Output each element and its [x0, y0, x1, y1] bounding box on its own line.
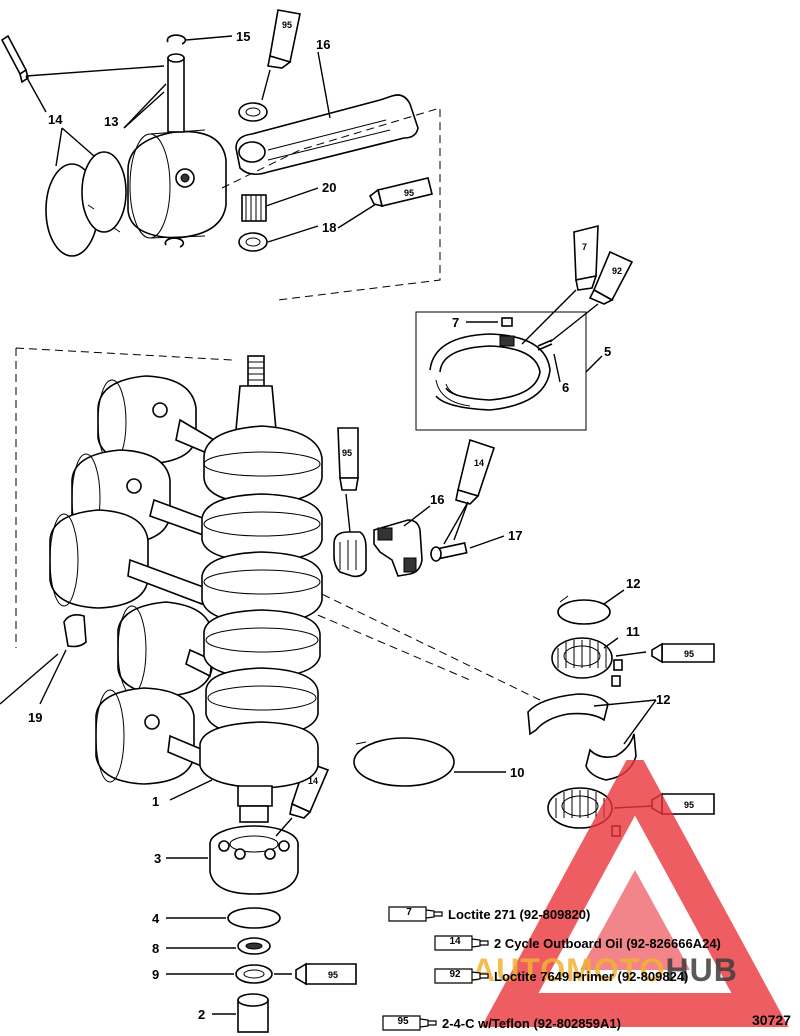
tube-upper-left — [0, 34, 29, 84]
tube-7: 7 — [573, 224, 599, 291]
callout-2: 2 — [198, 1007, 205, 1022]
callout-9: 9 — [152, 967, 159, 982]
callout-1: 1 — [152, 794, 159, 809]
seal-carrier-ring — [429, 333, 551, 411]
tube-95-bearing-11: 95 — [651, 642, 715, 664]
callout-8: 8 — [152, 941, 159, 956]
tube-92: 92 — [588, 250, 634, 305]
svg-text:95: 95 — [684, 649, 694, 659]
callout-16-middle: 16 — [430, 492, 444, 507]
wrist-pin — [167, 53, 185, 133]
piston-upper — [127, 129, 227, 239]
callout-12-top: 12 — [626, 576, 640, 591]
thrust-washer-lower — [238, 232, 268, 252]
legend-code: 7 — [406, 907, 412, 918]
svg-text:95: 95 — [282, 20, 292, 30]
watermark-text: AUTOMOTOHUB — [472, 952, 738, 989]
tube-20: 95 — [368, 177, 433, 208]
legend-row-loctite-271: 7 Loctite 271 (92-809820) — [388, 904, 590, 924]
legend-text: Loctite 271 (92-809820) — [448, 906, 591, 922]
svg-text:95: 95 — [342, 448, 352, 458]
callout-7: 7 — [452, 315, 459, 330]
drawing-reference-number: 30727 — [752, 1012, 791, 1028]
svg-text:95: 95 — [328, 970, 338, 980]
legend-row-2-4-c-teflon: 95 2-4-C w/Teflon (92-802859A1) — [382, 1013, 621, 1033]
dashed-assembly-line-lower — [15, 347, 541, 701]
legend-tube-icon: 92 — [434, 968, 490, 984]
seal-retainer-screw — [537, 339, 553, 351]
legend-code: 14 — [449, 936, 461, 947]
svg-text:7: 7 — [582, 242, 587, 252]
legend-text: 2-4-C w/Teflon (92-802859A1) — [442, 1015, 621, 1031]
legend-code: 95 — [397, 1016, 409, 1027]
svg-text:14: 14 — [308, 776, 318, 786]
pin-lock-ring-upper — [166, 34, 187, 45]
callout-4: 4 — [152, 911, 160, 926]
callout-5: 5 — [604, 344, 611, 359]
pin-lock-ring-lower — [164, 237, 185, 248]
legend-tube-icon: 95 — [382, 1015, 438, 1031]
callout-17: 17 — [508, 528, 522, 543]
tube-14-lower: 14 — [289, 760, 330, 819]
tube-95-lower-bearing: 95 — [651, 792, 715, 816]
seal-9 — [235, 964, 273, 984]
retaining-ring-10 — [353, 737, 455, 787]
tube-14-middle: 14 — [455, 438, 496, 505]
dashed-assembly-line-upper — [221, 107, 441, 301]
sleeve-2 — [237, 993, 269, 1033]
tube-95-middle: 95 — [337, 427, 359, 491]
callout-14-upper: 14 — [48, 112, 63, 127]
callout-3: 3 — [154, 851, 161, 866]
legend-tube-icon: 14 — [434, 935, 490, 951]
ball-bearing-3 — [209, 825, 299, 895]
legend-row-loctite-primer: 92 Loctite 7649 Primer (92-809824) — [434, 966, 688, 986]
callout-16-upper: 16 — [316, 37, 330, 52]
retaining-ring-12-top — [557, 595, 611, 625]
piston-rings — [45, 151, 127, 257]
legend-code: 92 — [449, 969, 461, 980]
callout-18: 18 — [322, 220, 336, 235]
svg-text:95: 95 — [404, 188, 414, 198]
callout-10: 10 — [510, 765, 524, 780]
roller-bearing-11 — [551, 637, 623, 687]
bearing-half-19 — [63, 614, 87, 648]
rod-cap-bolt — [430, 542, 468, 562]
legend-tube-icon: 7 — [388, 906, 444, 922]
legend-text: 2 Cycle Outboard Oil (92-826666A24) — [494, 935, 721, 951]
crankshaft-assembly — [49, 355, 323, 823]
callout-19: 19 — [28, 710, 42, 725]
svg-text:92: 92 — [612, 266, 622, 276]
seal-ring-detail-box — [415, 311, 587, 431]
rod-cap — [373, 519, 423, 577]
needle-bearing-upper — [241, 194, 267, 222]
thrust-washer-upper — [238, 102, 268, 122]
callout-11: 11 — [626, 624, 640, 639]
callout-labels: 15 16 14 13 20 18 7 5 6 16 17 12 11 12 1… — [28, 29, 670, 1022]
bearing-race-12-upper — [527, 693, 609, 736]
legend-text: Loctite 7649 Primer (92-809824) — [494, 968, 689, 984]
tube-top-15: 95 — [267, 9, 301, 69]
callout-12-lower: 12 — [656, 692, 670, 707]
callout-20: 20 — [322, 180, 336, 195]
seal-retainer-block — [501, 317, 513, 327]
svg-text:95: 95 — [684, 800, 694, 810]
callout-6: 6 — [562, 380, 569, 395]
bearing-race-12-lower — [585, 733, 637, 781]
tube-95-seal-9: 95 — [295, 962, 357, 986]
watermark-text-part2: HUB — [665, 952, 738, 988]
watermark-text-part1: AUTOMOTO — [472, 952, 666, 988]
callout-13: 13 — [104, 114, 118, 129]
legend-row-outboard-oil: 14 2 Cycle Outboard Oil (92-826666A24) — [434, 933, 721, 953]
rod-bearing-cage — [333, 531, 367, 578]
connecting-rod-upper — [235, 94, 419, 176]
callout-15: 15 — [236, 29, 250, 44]
spacer-8 — [237, 937, 271, 955]
roller-bearing-lower — [547, 787, 621, 837]
svg-text:14: 14 — [474, 458, 484, 468]
snap-ring-4 — [227, 907, 281, 929]
